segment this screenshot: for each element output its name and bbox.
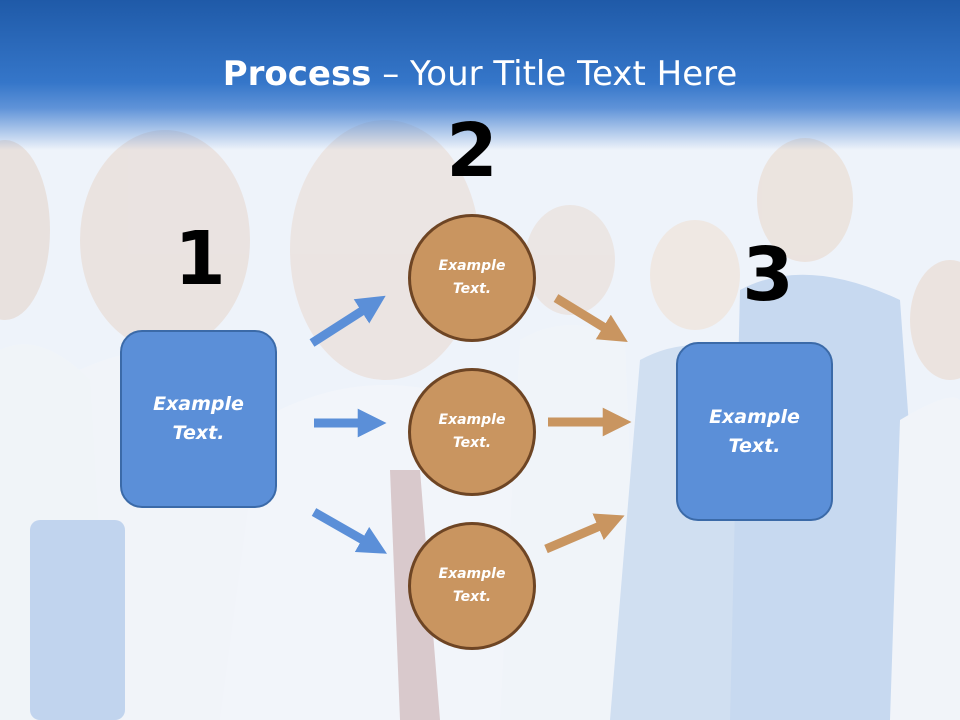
step-number-3: 3: [742, 232, 794, 318]
arrow-box1-to-circle1: [309, 295, 386, 347]
step-number-2: 2: [446, 108, 498, 194]
step-number-1: 1: [174, 216, 226, 302]
slide-title: Process – Your Title Text Here: [0, 52, 960, 96]
arrow-box1-to-circle3: [311, 508, 388, 554]
arrow-circle3-to-box3: [544, 513, 625, 554]
slide-title-rest: – Your Title Text Here: [371, 54, 738, 94]
title-bar: [0, 0, 960, 150]
arrow-circle1-to-box3: [553, 294, 628, 343]
slide-title-bold: Process: [222, 54, 372, 94]
